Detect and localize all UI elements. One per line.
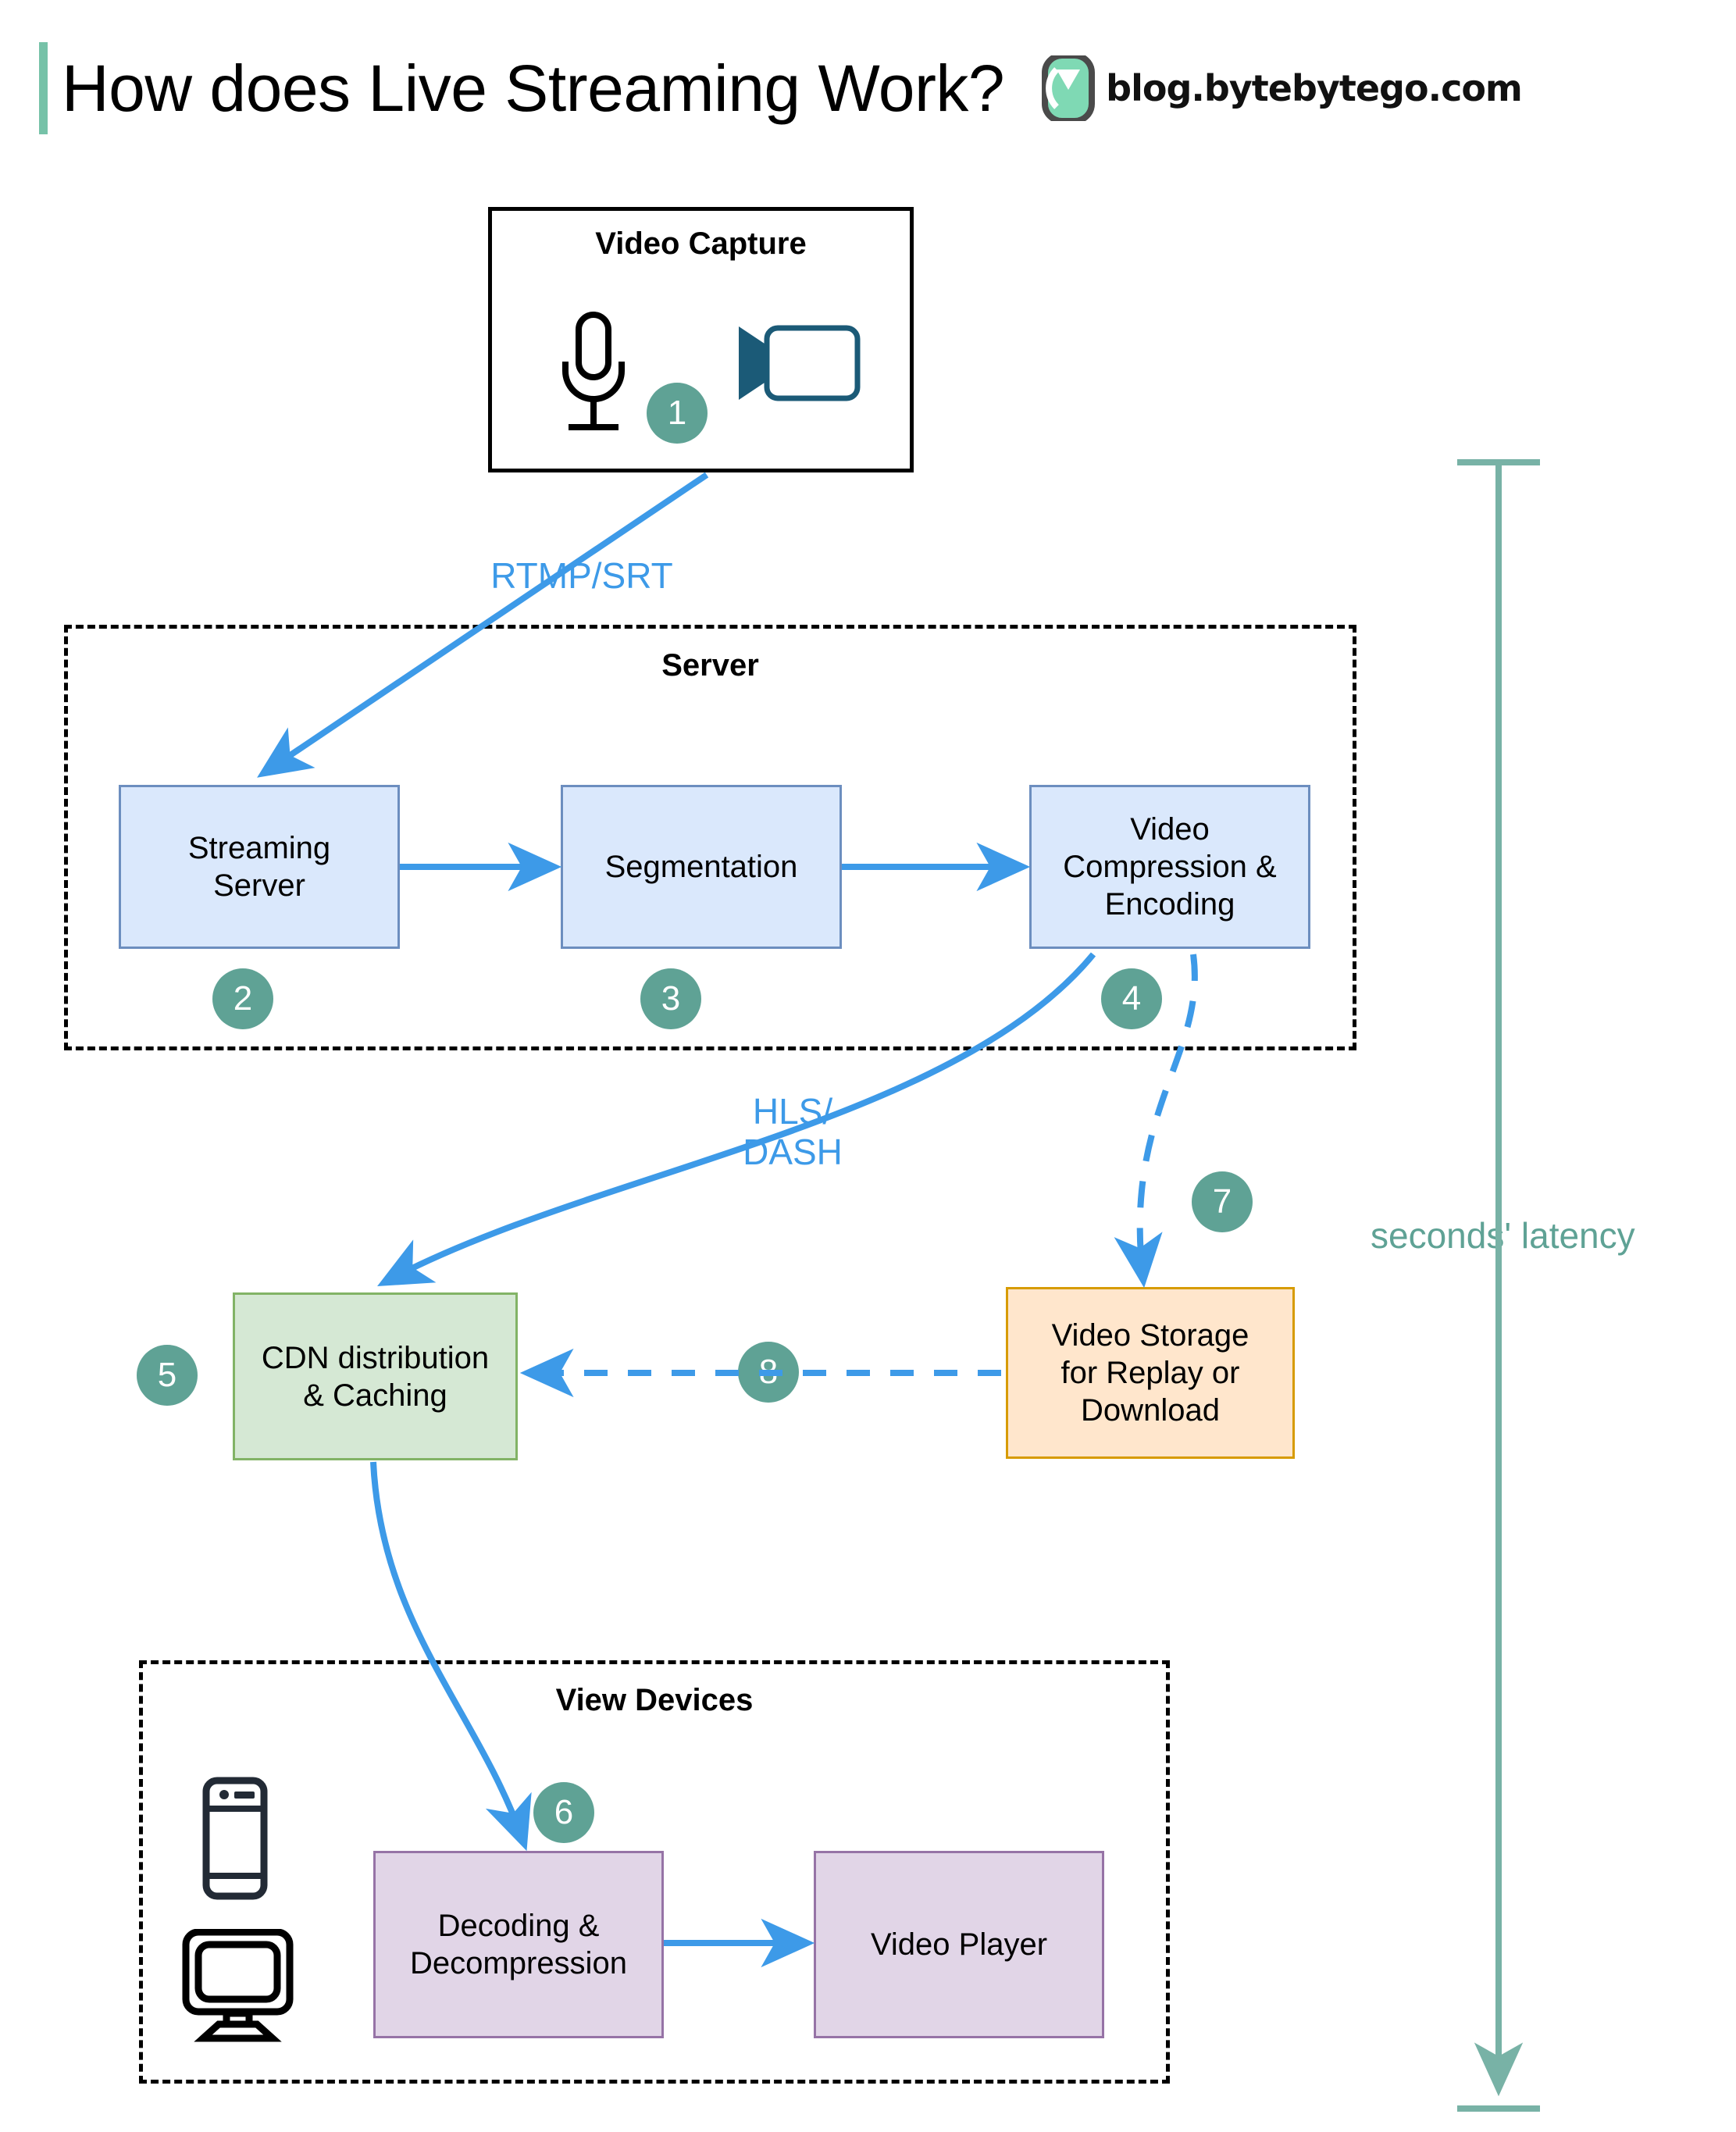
step-badge-7-label: 7 [1212, 1182, 1232, 1221]
node-decoding-label: Decoding &Decompression [410, 1909, 627, 1980]
step-badge-1: 1 [647, 383, 708, 444]
node-cdn-label: CDN distribution& Caching [261, 1340, 490, 1413]
step-badge-8: 8 [738, 1342, 799, 1403]
step-badge-1-label: 1 [667, 394, 687, 432]
smartphone-icon [202, 1777, 268, 1900]
step-badge-5-label: 5 [157, 1356, 177, 1394]
brand-label: blog.bytebytego.com [1106, 67, 1523, 109]
video-camera-icon [739, 325, 861, 401]
step-badge-4: 4 [1101, 968, 1162, 1029]
desktop-monitor-icon [182, 1929, 294, 2042]
step-badge-5: 5 [137, 1345, 198, 1406]
step-badge-4-label: 4 [1121, 979, 1142, 1018]
group-title-server: Server [661, 648, 759, 683]
brand: blog.bytebytego.com [1039, 55, 1523, 121]
edge-label-rtmp-srt: RTMP/SRT [490, 555, 673, 596]
node-decoding[interactable]: Decoding &Decompression [373, 1851, 664, 2038]
bytebytego-logo-icon [1042, 55, 1096, 121]
group-view-devices [139, 1660, 1170, 2084]
latency-measure-line [1457, 459, 1540, 2112]
step-badge-3: 3 [640, 968, 701, 1029]
page-header: How does Live Streaming Work? blog.byteb… [0, 37, 1736, 139]
title-accent-bar [39, 42, 48, 134]
node-cdn[interactable]: CDN distribution& Caching [233, 1292, 518, 1460]
node-video-player-label: Video Player [870, 1927, 1048, 1962]
group-title-video-capture: Video Capture [595, 226, 807, 261]
page-title: How does Live Streaming Work? [62, 52, 1005, 125]
latency-annotation-label: seconds' latency [1371, 1215, 1635, 1256]
step-badge-2-label: 2 [233, 979, 253, 1018]
step-badge-7: 7 [1192, 1171, 1253, 1232]
node-video-player[interactable]: Video Player [814, 1851, 1104, 2038]
microphone-icon [562, 312, 625, 430]
group-title-view-devices: View Devices [555, 1683, 754, 1717]
step-badge-3-label: 3 [661, 979, 681, 1018]
step-badge-6: 6 [533, 1782, 594, 1843]
step-badge-8-label: 8 [758, 1353, 779, 1391]
step-badge-6-label: 6 [554, 1793, 574, 1831]
edge-label-hls-dash: HLS/DASH [743, 1091, 843, 1172]
node-segmentation-label: Segmentation [604, 850, 798, 884]
step-badge-2: 2 [212, 968, 273, 1029]
node-segmentation[interactable]: Segmentation [561, 785, 842, 949]
